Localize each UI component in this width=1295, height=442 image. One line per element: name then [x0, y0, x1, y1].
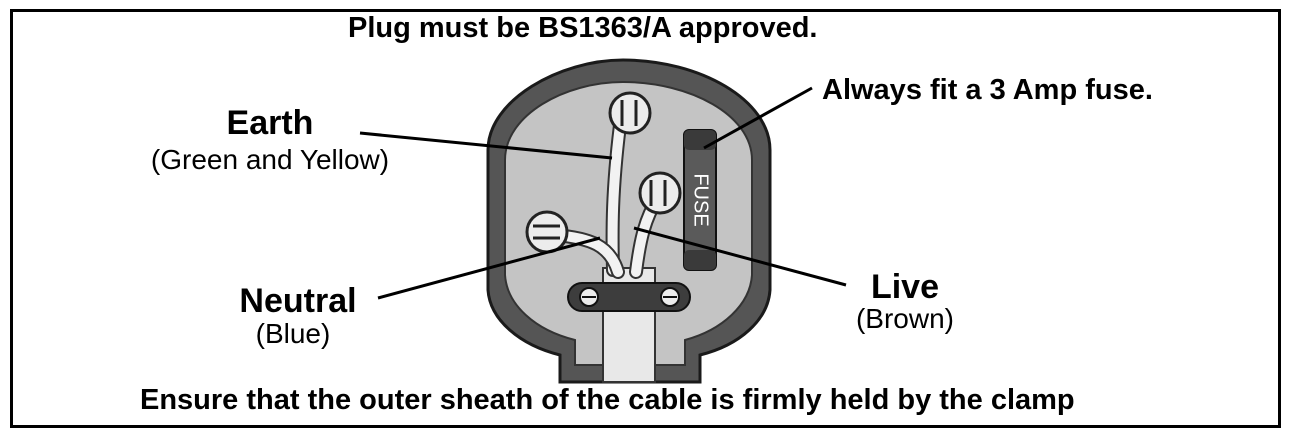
- live-color-label: (Brown): [855, 303, 954, 334]
- fuse-leader-line: [703, 86, 813, 150]
- fuse-note: Always fit a 3 Amp fuse.: [822, 74, 1153, 106]
- earth-leader-line: [359, 131, 613, 160]
- neutral-leader-line: [377, 236, 601, 300]
- earth-color-label: (Green and Yellow): [150, 144, 390, 175]
- neutral-terminal-screw: [525, 210, 569, 254]
- live-terminal-screw: [638, 171, 682, 215]
- neutral-color-label: (Blue): [255, 318, 331, 349]
- live-label: Live: [870, 268, 940, 306]
- footer-note: Ensure that the outer sheath of the cabl…: [140, 384, 1075, 416]
- earth-terminal-screw: [608, 91, 652, 135]
- neutral-label: Neutral: [239, 282, 357, 320]
- cable-clamp: [567, 282, 691, 312]
- page-title: Plug must be BS1363/A approved.: [348, 12, 818, 44]
- fuse-text: FUSE: [690, 173, 712, 226]
- earth-label: Earth: [226, 104, 314, 142]
- diagram-frame: [10, 9, 1281, 428]
- live-leader-line: [633, 226, 847, 287]
